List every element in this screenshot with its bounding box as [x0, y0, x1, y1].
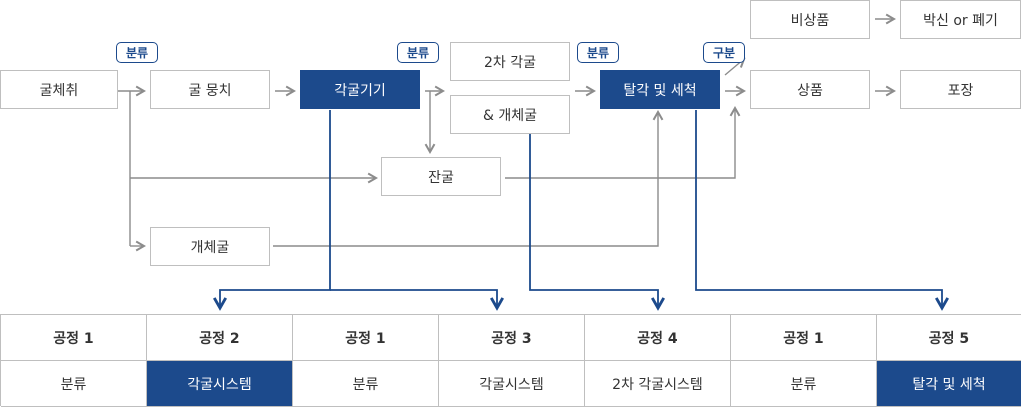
machine-box: 각굴기기: [300, 70, 420, 109]
process-body: 분류: [731, 361, 877, 407]
harvest-box: 굴체취: [0, 70, 118, 109]
process-body: 분류: [1, 361, 147, 407]
process-head: 공정 1: [293, 315, 439, 361]
individual-oyster-box: 개체굴: [150, 227, 270, 266]
peel-or-discard-box: 박신 or 폐기: [900, 0, 1021, 39]
process-head: 공정 2: [147, 315, 293, 361]
product-box: 상품: [750, 70, 870, 109]
process-body: 2차 각굴시스템: [585, 361, 731, 407]
process-head: 공정 5: [877, 315, 1021, 361]
shucking-box: 탈각 및 세척: [600, 70, 720, 109]
process-body: 각굴시스템: [439, 361, 585, 407]
second-individual-box: & 개체굴: [450, 95, 570, 134]
arrow-small-to-product: [505, 105, 741, 179]
small-oyster-box: 잔굴: [381, 157, 501, 196]
process-body: 분류: [293, 361, 439, 407]
process-head: 공정 4: [585, 315, 731, 361]
sort-tag-1: 분류: [116, 42, 158, 63]
nonproduct-box: 비상품: [750, 0, 870, 39]
process-body: 탈각 및 세척: [877, 361, 1021, 407]
process-head: 공정 1: [1, 315, 147, 361]
classify-tag: 구분: [703, 42, 745, 63]
packaging-box: 포장: [900, 70, 1021, 109]
link-machine-to-process3: [330, 289, 497, 308]
cluster-box: 굴 뭉치: [150, 70, 270, 109]
link-second-to-process4: [529, 134, 658, 308]
sort-tag-2: 분류: [397, 42, 439, 63]
sort-tag-3: 분류: [577, 42, 619, 63]
link-machine-to-process: [220, 110, 331, 308]
link-shucking-to-process5: [695, 110, 942, 308]
process-body: 각굴시스템: [147, 361, 293, 407]
process-head: 공정 3: [439, 315, 585, 361]
arrow-individual-to-shucking: [273, 109, 664, 247]
second-shell-box: 2차 각굴: [450, 42, 570, 81]
process-head: 공정 1: [731, 315, 877, 361]
